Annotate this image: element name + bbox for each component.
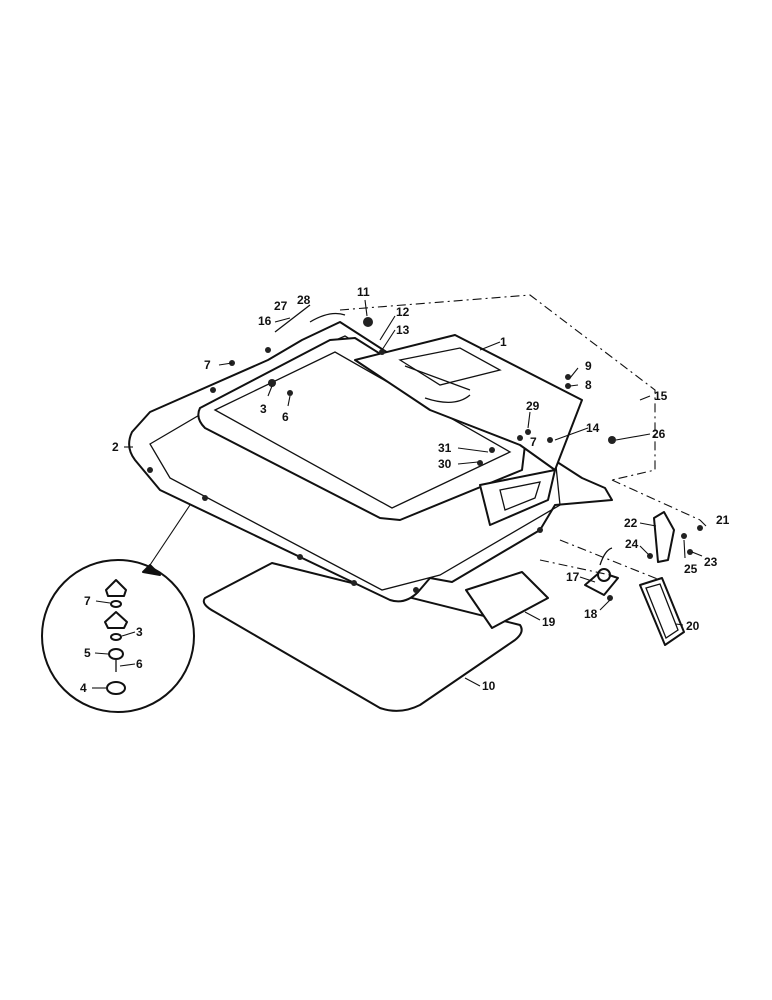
callout-30: 30 bbox=[438, 457, 452, 471]
callout-12: 12 bbox=[396, 305, 410, 319]
callout-3-main: 3 bbox=[260, 402, 267, 416]
callout-9: 9 bbox=[585, 359, 592, 373]
callout-15: 15 bbox=[654, 389, 668, 403]
callout-13: 13 bbox=[396, 323, 410, 337]
callout-27: 27 bbox=[274, 299, 288, 313]
mirror bbox=[639, 577, 685, 646]
hardware-bits bbox=[268, 304, 703, 601]
right-bracket bbox=[479, 469, 556, 526]
callout-8: 8 bbox=[585, 378, 592, 392]
callout-10: 10 bbox=[482, 679, 496, 693]
callout-25: 25 bbox=[684, 562, 698, 576]
callout-14: 14 bbox=[586, 421, 600, 435]
callout-26: 26 bbox=[652, 427, 666, 441]
callout-11: 11 bbox=[357, 285, 370, 299]
callout-19: 19 bbox=[542, 615, 556, 629]
reference-lines bbox=[149, 294, 701, 581]
detail-callout-5: 5 bbox=[84, 646, 91, 660]
callout-29: 29 bbox=[526, 399, 540, 413]
callout-23: 23 bbox=[704, 555, 718, 569]
callout-numbers: 7 3 6 2 16 27 28 11 12 13 1 9 8 15 29 14… bbox=[112, 285, 730, 693]
headliner-panel bbox=[202, 562, 523, 712]
callout-18: 18 bbox=[584, 607, 598, 621]
callout-2: 2 bbox=[112, 440, 119, 454]
callout-6-main: 6 bbox=[282, 410, 289, 424]
callout-31: 31 bbox=[438, 441, 452, 455]
detail-callout-6: 6 bbox=[136, 657, 143, 671]
detail-view: 7 3 5 6 4 bbox=[41, 559, 195, 713]
callout-20: 20 bbox=[686, 619, 700, 633]
callout-21: 21 bbox=[716, 513, 730, 527]
sun-visor bbox=[465, 571, 549, 629]
callout-17: 17 bbox=[566, 570, 580, 584]
callout-1: 1 bbox=[500, 335, 507, 349]
callout-16: 16 bbox=[258, 314, 272, 328]
detail-callout-3: 3 bbox=[136, 625, 143, 639]
detail-callout-4: 4 bbox=[80, 681, 87, 695]
callout-24: 24 bbox=[625, 537, 639, 551]
callout-28: 28 bbox=[297, 293, 311, 307]
callout-leaders bbox=[124, 299, 707, 687]
dome-light bbox=[584, 547, 619, 596]
mirror-bracket bbox=[653, 511, 675, 563]
callout-7-main: 7 bbox=[204, 358, 211, 372]
detail-callout-7: 7 bbox=[84, 594, 91, 608]
callout-22: 22 bbox=[624, 516, 638, 530]
callout-7-right: 7 bbox=[530, 435, 537, 449]
